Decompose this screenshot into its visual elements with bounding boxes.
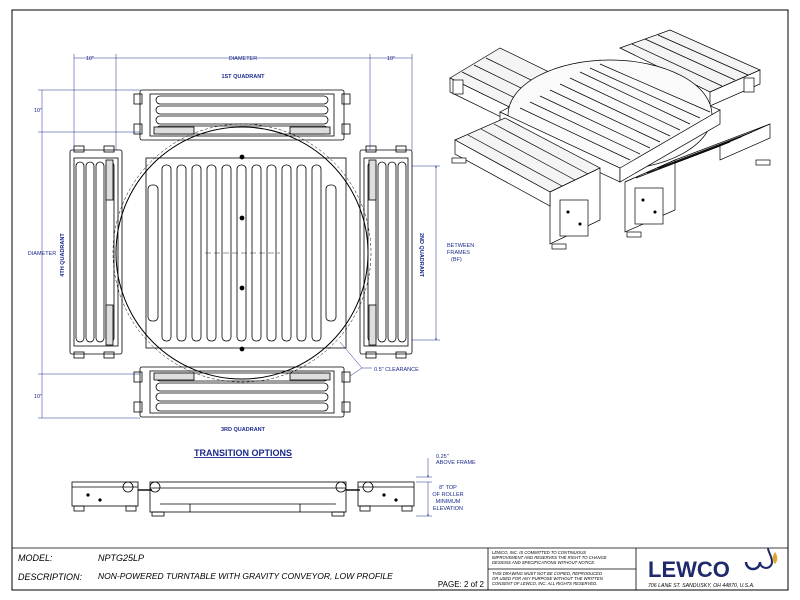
transition-options-title: TRANSITION OPTIONS xyxy=(194,448,292,458)
company-address: 706 LANE ST. SANDUSKY, OH 44870, U.S.A. xyxy=(648,583,755,589)
dim-top-roller-1: 8" TOP xyxy=(439,485,457,491)
logo-swoosh-icon xyxy=(744,561,762,571)
dim-above-frame-2: ABOVE FRAME xyxy=(436,460,476,466)
plan-view xyxy=(69,89,413,418)
dim-top-roller-4: ELEVATION xyxy=(433,506,463,512)
logo-wordmark: LEWCO xyxy=(648,557,730,582)
logo-flame-icon xyxy=(772,552,778,564)
dim-above-frame-1: 0.25" xyxy=(436,454,449,460)
sheet-border xyxy=(11,9,789,591)
iso-conveyor-back-right xyxy=(619,29,761,107)
iso-conveyor-front-right xyxy=(624,123,771,233)
notice-1-line-3: DESIGNS AND SPECIFICATIONS WITHOUT NOTIC… xyxy=(492,560,595,565)
dim-between-frames-1: BETWEEN xyxy=(447,243,474,249)
notice-2-line-3: CONSENT OF LEWCO, INC. ALL RIGHTS RESERV… xyxy=(492,581,597,586)
plan-dimensions xyxy=(38,54,440,419)
dim-top-roller-2: OF ROLLER xyxy=(432,492,463,498)
title-block xyxy=(12,547,788,590)
turntable-disc xyxy=(115,126,369,380)
notice-1-line-2: IMPROVEMENT AND RESERVES THE RIGHT TO CH… xyxy=(492,555,607,560)
quadrant-2-conveyor xyxy=(359,145,413,359)
dim-between-frames-2: FRAMES xyxy=(447,250,470,256)
description-label: DESCRIPTION: xyxy=(18,572,83,582)
clearance-circle xyxy=(112,123,372,383)
dim-left-10-bottom: 10" xyxy=(34,394,42,400)
turntable-frame xyxy=(145,157,347,349)
quadrant-1-conveyor xyxy=(133,89,351,141)
model-value: NPTG25LP xyxy=(98,553,144,563)
label-quadrant-3: 3RD QUADRANT xyxy=(221,427,266,433)
label-quadrant-1: 1ST QUADRANT xyxy=(221,74,265,80)
page-number: PAGE: 2 of 2 xyxy=(438,580,485,589)
dim-left-10-top: 10" xyxy=(34,108,42,114)
notice-1-line-1: LEWCO, INC. IS COMMITTED TO CONTINUOUS xyxy=(492,550,586,555)
dim-clearance: 0.5" CLEARANCE xyxy=(374,367,419,373)
transition-side-view xyxy=(71,481,415,517)
quadrant-3-conveyor xyxy=(133,366,351,418)
notice-2-line-2: OR USED FOR ANY PURPOSE WITHOUT THE WRIT… xyxy=(492,576,604,581)
description-value: NON-POWERED TURNTABLE WITH GRAVITY CONVE… xyxy=(98,571,393,581)
dim-top-roller-3: MINIMUM xyxy=(436,499,461,505)
isometric-view xyxy=(449,29,771,250)
label-quadrant-2: 2ND QUADRANT xyxy=(418,233,424,278)
transition-dimensions xyxy=(416,458,432,517)
dim-left-diameter: DIAMETER xyxy=(28,251,56,257)
model-label: MODEL: xyxy=(18,553,53,563)
dim-top-diameter: DIAMETER xyxy=(229,56,257,62)
iso-conveyor-front-left xyxy=(454,117,601,245)
label-quadrant-4: 4TH QUADRANT xyxy=(60,233,66,277)
lewco-logo: LEWCO xyxy=(648,547,778,582)
dim-between-frames-3: (BF) xyxy=(451,257,462,263)
quadrant-4-conveyor xyxy=(69,145,123,359)
notice-2-line-1: THIS DRAWING MUST NOT BE COPIED, REPRODU… xyxy=(492,571,602,576)
dim-top-right-10: 10" xyxy=(387,56,395,62)
dim-top-left-10: 10" xyxy=(86,56,94,62)
